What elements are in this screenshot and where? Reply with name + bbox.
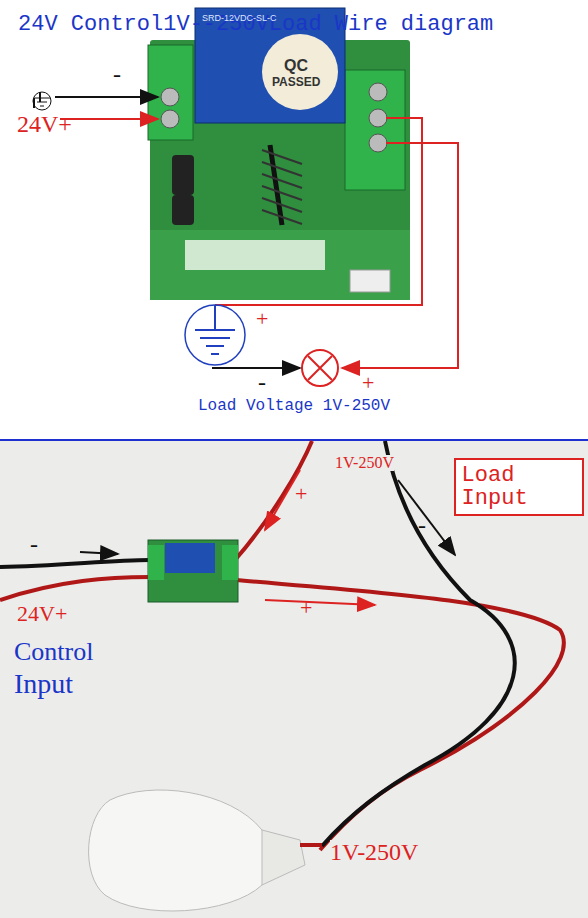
label-text: + bbox=[256, 308, 268, 330]
label-text: Input bbox=[14, 670, 73, 698]
label-text: 1V-250V bbox=[330, 840, 418, 864]
label-text: + bbox=[300, 597, 312, 619]
label-text: 24V+ bbox=[17, 112, 72, 136]
label-text: Load Voltage 1V-250V bbox=[198, 398, 390, 414]
label-text: - bbox=[113, 62, 121, 86]
label-text: Control bbox=[14, 639, 93, 665]
label-text: + bbox=[295, 483, 307, 505]
label-text: 1V-250V bbox=[335, 455, 394, 471]
label-text: - bbox=[258, 370, 266, 394]
label-text: SRD-12VDC-SL-C bbox=[202, 14, 277, 23]
load-input-box: Load Input bbox=[454, 458, 584, 516]
label-text: + bbox=[362, 372, 374, 394]
label-text: 24V+ bbox=[17, 603, 67, 625]
label-text: QC bbox=[284, 58, 308, 74]
label-text: - bbox=[30, 532, 38, 556]
label-text: - bbox=[418, 513, 426, 537]
label-text: PASSED bbox=[272, 76, 320, 88]
box-text: Load Input bbox=[462, 464, 576, 510]
